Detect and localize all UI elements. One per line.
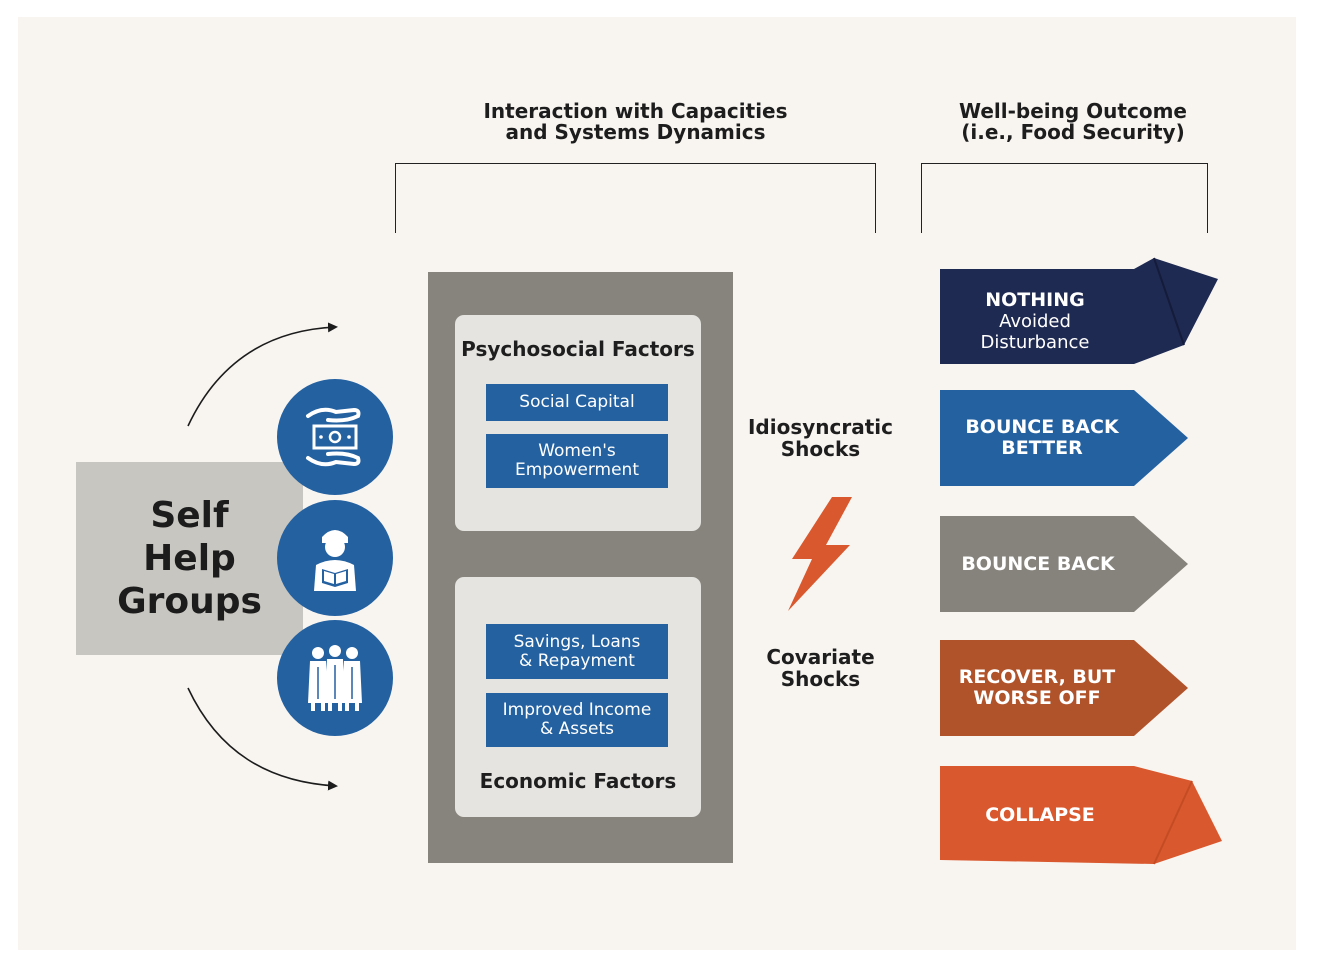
outcome-collapse-shape xyxy=(940,766,1222,865)
outcome-nothing-title: NOTHING xyxy=(985,288,1085,311)
capacities-column: Psychosocial Factors Social Capital Wome… xyxy=(428,272,733,863)
outcome-rbwo-line1: RECOVER, BUT xyxy=(958,666,1116,688)
economic-panel: Savings, Loans & Repayment Improved Inco… xyxy=(455,577,701,817)
covariate-line2: Shocks xyxy=(780,667,861,691)
outcome-bounce-back-better: BOUNCE BACK BETTER xyxy=(940,390,1190,486)
header-interaction-line2: and Systems Dynamics xyxy=(505,120,766,144)
pill-social-capital: Social Capital xyxy=(486,384,668,421)
bracket-interaction xyxy=(395,163,876,233)
pill-savings-loans: Savings, Loans & Repayment xyxy=(486,624,668,679)
outcome-bb-title: BOUNCE BACK xyxy=(961,552,1115,575)
pill-social-capital-text: Social Capital xyxy=(519,392,635,412)
outcome-recover-worse: RECOVER, BUT WORSE OFF xyxy=(940,640,1190,736)
money-hands-icon xyxy=(277,379,393,495)
covariate-line1: Covariate xyxy=(766,645,875,669)
shg-line3: Groups xyxy=(117,581,262,622)
idiosyncratic-line1: Idiosyncratic xyxy=(747,415,894,439)
pill-womens-empowerment-line1: Women's xyxy=(538,441,616,461)
psychosocial-title: Psychosocial Factors xyxy=(461,337,695,361)
bracket-wellbeing xyxy=(921,163,1208,233)
shg-line2: Help xyxy=(143,538,236,579)
self-help-groups-box: Self Help Groups xyxy=(76,462,303,655)
economic-title: Economic Factors xyxy=(479,769,677,793)
header-wellbeing-line2: (i.e., Food Security) xyxy=(961,120,1185,144)
header-wellbeing: Well-being Outcome (i.e., Food Security) xyxy=(923,101,1223,143)
outcome-bbb-line2: BETTER xyxy=(1001,437,1083,459)
pill-savings-loans-line1: Savings, Loans xyxy=(513,631,641,652)
diagram-canvas: Interaction with Capacities and Systems … xyxy=(18,17,1296,950)
outcome-bounce-back-shape xyxy=(940,516,1188,612)
outcome-recover-worse-label: RECOVER, BUT WORSE OFF xyxy=(940,640,1134,736)
shg-line1: Self xyxy=(150,495,229,536)
outcome-collapse-label: COLLAPSE xyxy=(940,765,1140,865)
arrow-down-curve xyxy=(187,687,338,791)
outcome-bounce-back: BOUNCE BACK xyxy=(940,516,1190,612)
pill-womens-empowerment-line2: Empowerment xyxy=(514,460,639,480)
reader-person-icon xyxy=(277,500,393,616)
outcome-nothing-label: NOTHING Avoided Disturbance xyxy=(940,257,1130,375)
outcome-nothing-sub2: Disturbance xyxy=(980,331,1090,353)
outcome-rbwo-line2: WORSE OFF xyxy=(973,687,1101,709)
outcome-recover-worse-shape xyxy=(940,640,1188,736)
idiosyncratic-line2: Shocks xyxy=(780,437,861,461)
psychosocial-panel: Psychosocial Factors Social Capital Wome… xyxy=(455,315,701,531)
outcome-bounce-back-better-label: BOUNCE BACK BETTER xyxy=(940,390,1144,486)
outcome-collapse: COLLAPSE xyxy=(940,765,1224,865)
header-interaction: Interaction with Capacities and Systems … xyxy=(443,101,828,143)
pill-savings-loans-line2: & Repayment xyxy=(519,650,635,671)
pill-improved-income-line2: & Assets xyxy=(540,719,614,739)
women-group-icon xyxy=(277,620,393,736)
header-wellbeing-line1: Well-being Outcome xyxy=(959,99,1187,123)
idiosyncratic-shocks-label: Idiosyncratic Shocks xyxy=(743,416,898,460)
pill-improved-income-line1: Improved Income xyxy=(502,700,652,720)
lightning-bolt-icon xyxy=(788,497,852,611)
pill-improved-income: Improved Income & Assets xyxy=(486,693,668,747)
arrow-up-curve xyxy=(187,322,338,427)
outcome-bounce-back-label: BOUNCE BACK xyxy=(940,516,1136,612)
outcome-collapse-title: COLLAPSE xyxy=(985,803,1095,826)
header-interaction-line1: Interaction with Capacities xyxy=(483,99,788,123)
outcome-nothing: NOTHING Avoided Disturbance xyxy=(940,257,1220,365)
curved-arrows xyxy=(187,322,338,791)
outcome-bounce-back-better-shape xyxy=(940,390,1188,486)
outcome-nothing-sub1: Avoided xyxy=(999,310,1071,332)
pill-womens-empowerment: Women's Empowerment xyxy=(486,434,668,488)
outcome-nothing-shape xyxy=(940,257,1218,364)
covariate-shocks-label: Covariate Shocks xyxy=(743,646,898,690)
outcome-bbb-line1: BOUNCE BACK xyxy=(965,416,1119,438)
